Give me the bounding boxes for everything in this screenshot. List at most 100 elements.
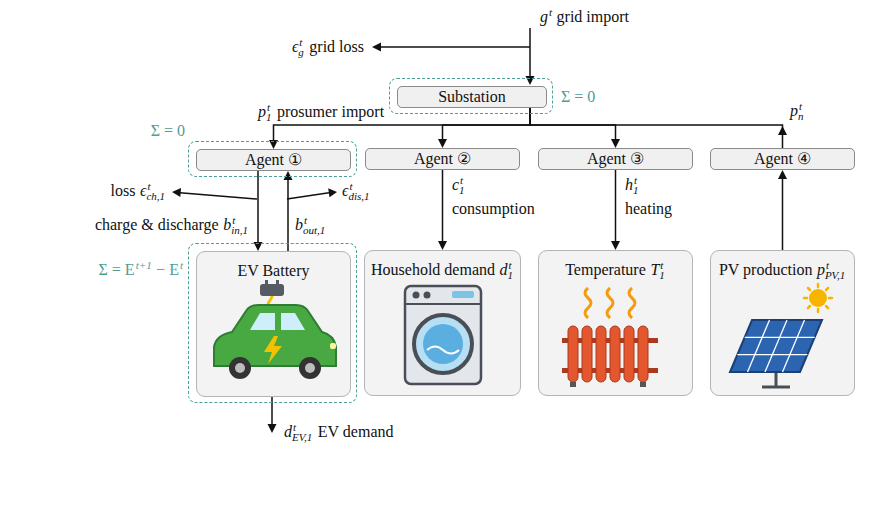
- connector-line: [530, 108, 783, 148]
- arrowhead: [611, 241, 620, 250]
- text-label: Household demand: [371, 262, 495, 278]
- math-symbol: h: [625, 177, 633, 193]
- text-label: grid loss: [309, 39, 364, 55]
- dashed-boundary: EV BatteryΣ = Et+1− Et: [188, 243, 357, 403]
- text-label: Agent ②: [414, 151, 471, 167]
- superscript: t: [180, 260, 183, 271]
- flow-arrow: [254, 171, 263, 251]
- box-fill: [364, 250, 521, 396]
- math-symbol: c: [452, 177, 459, 193]
- flow-arrow: [611, 170, 620, 250]
- subscript: dis,1: [349, 191, 370, 202]
- component-box: PV productionptPV,1: [710, 250, 855, 396]
- text-label: PV production: [719, 262, 812, 278]
- solar-panel-icon: [730, 284, 832, 387]
- radiator-icon: [562, 288, 658, 387]
- box-fill: [538, 250, 693, 396]
- box-fill: [710, 148, 855, 170]
- text-label: EV demand: [318, 424, 394, 440]
- washing-machine-icon: [405, 286, 481, 384]
- subscript: EV,1: [292, 432, 312, 443]
- math-symbol: p: [258, 104, 266, 120]
- math-symbol: d: [284, 424, 292, 440]
- math-symbol: g: [540, 9, 548, 25]
- arrowhead: [611, 139, 620, 148]
- connector-line: [442, 170, 444, 244]
- text-label: − E: [156, 262, 179, 278]
- arrowhead: [284, 171, 293, 180]
- subscript: 1: [459, 185, 465, 196]
- discharge-loss-arrow: [287, 188, 337, 199]
- math-symbol: b: [295, 217, 303, 233]
- box-fills: [196, 86, 855, 397]
- flow-arrow: [530, 108, 787, 148]
- component-box: Household demanddt1: [364, 250, 521, 396]
- text-label: Agent ①: [245, 152, 302, 168]
- text-label: loss: [111, 183, 136, 199]
- ev-demand-arrow: [268, 396, 277, 433]
- subscript: 1: [659, 270, 665, 281]
- text-label: Substation: [438, 89, 506, 105]
- connector-line: [782, 176, 784, 250]
- arrowhead: [438, 241, 447, 250]
- box-fill: [397, 86, 547, 108]
- component-box: TemperatureTt1: [538, 250, 693, 396]
- box-fill: [196, 251, 351, 397]
- text-label: Agent ④: [754, 151, 811, 167]
- component-box: EV Battery: [196, 251, 351, 397]
- text-label: Temperature: [565, 262, 646, 278]
- substation-box: Substation: [397, 86, 547, 108]
- superscript: t: [549, 7, 552, 18]
- dashed-boundary: Agent ①Σ = 0: [188, 141, 357, 177]
- grid-loss-arrow: [372, 43, 530, 52]
- arrowhead: [778, 170, 787, 179]
- math-symbol: ϵ: [140, 183, 146, 199]
- flow-arrow: [438, 108, 530, 148]
- connector-line: [615, 170, 617, 244]
- subscript: in,1: [231, 225, 248, 236]
- superscript: t+1: [136, 260, 152, 271]
- arrowhead: [778, 126, 787, 135]
- agent-box: Agent ①: [196, 149, 351, 171]
- text-label: Σ = E: [99, 262, 135, 278]
- text-label: EV Battery: [237, 263, 309, 279]
- math-symbol: b: [223, 217, 231, 233]
- subscript: PV,1: [825, 270, 845, 281]
- text-label: Σ = 0: [561, 89, 595, 105]
- arrowhead: [438, 139, 447, 148]
- box-fill: [365, 148, 520, 170]
- text-label: prosumer import: [277, 104, 384, 120]
- math-symbol: ϵ: [342, 183, 348, 199]
- text-label: consumption: [452, 201, 535, 217]
- subscript: 1: [266, 112, 272, 123]
- subscript: g: [298, 47, 304, 58]
- agent-box: Agent ②: [365, 148, 520, 170]
- charge-loss-arrow: [172, 188, 257, 199]
- ev-car-icon: [214, 280, 336, 379]
- agent-box: Agent ④: [710, 148, 855, 170]
- text-label: Agent ③: [587, 151, 644, 167]
- text-label: heating: [625, 201, 672, 217]
- flow-arrow: [438, 170, 447, 250]
- text-label: grid import: [557, 9, 629, 25]
- agent-box: Agent ③: [538, 148, 693, 170]
- grid-import-arrow: [526, 28, 535, 85]
- box-fill: [196, 149, 351, 171]
- text-label: Σ = 0: [151, 123, 185, 139]
- math-symbol: d: [500, 262, 508, 278]
- connector-line: [287, 177, 289, 251]
- subscript: ch,1: [146, 191, 165, 202]
- subscript: out,1: [303, 225, 325, 236]
- connector-line: [257, 171, 259, 245]
- math-symbol: p: [817, 262, 825, 278]
- subscript: n: [798, 111, 804, 122]
- math-symbol: ϵ: [292, 39, 298, 55]
- math-symbol: p: [790, 103, 798, 119]
- flow-arrow: [284, 171, 293, 251]
- subscript: 1: [633, 185, 639, 196]
- box-fill: [538, 148, 693, 170]
- dashed-boundary: SubstationΣ = 0: [389, 78, 553, 114]
